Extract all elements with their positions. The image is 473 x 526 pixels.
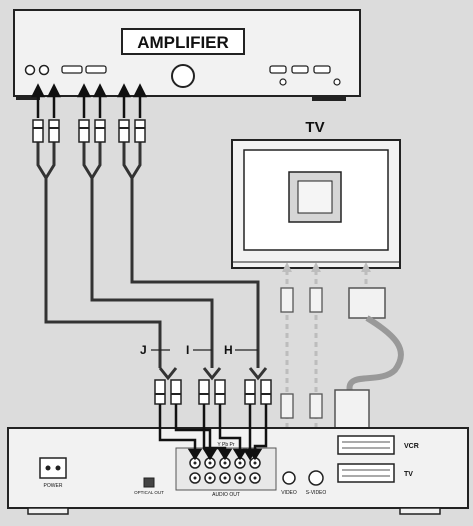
plug-bottom-i-right bbox=[214, 379, 226, 405]
plug-top-i-right bbox=[94, 119, 106, 143]
rca-jack-centers bbox=[193, 461, 257, 480]
svideo-label: S-VIDEO bbox=[306, 490, 327, 496]
amp-slot-1 bbox=[61, 65, 83, 74]
cable-i-left bbox=[82, 140, 214, 368]
scart-cable bbox=[334, 287, 404, 458]
amp-foot-left bbox=[16, 96, 40, 100]
receiver-foot-left bbox=[27, 507, 69, 515]
tv-label: TV bbox=[305, 119, 324, 136]
cable-h-right bbox=[130, 140, 142, 179]
optical-port bbox=[143, 477, 155, 488]
amplifier-label-box bbox=[121, 28, 245, 55]
amp-knob-small-2 bbox=[38, 64, 50, 76]
plug-top-i-left bbox=[78, 119, 90, 143]
scart-top bbox=[337, 435, 395, 455]
cable-label-h: H bbox=[224, 343, 233, 357]
plug-bottom-h-left bbox=[244, 379, 256, 405]
power-socket bbox=[39, 457, 67, 479]
svideo-jack bbox=[308, 470, 324, 486]
audio-out-label: AUDIO OUT bbox=[212, 492, 240, 498]
receiver-arrows bbox=[158, 404, 268, 461]
cable-j-left bbox=[36, 140, 162, 368]
cable-h-left bbox=[122, 140, 260, 368]
amplifier-plugs bbox=[32, 119, 146, 143]
receiver: POWER OPTICAL OUT Y Pb Pr AUDIO OUT VIDE… bbox=[7, 427, 469, 515]
optical-label: OPTICAL OUT bbox=[134, 490, 164, 495]
plug-top-j-left bbox=[32, 119, 44, 143]
amp-slot-3 bbox=[269, 65, 287, 74]
cable-j-right bbox=[44, 140, 56, 179]
plug-bottom-i-left bbox=[198, 379, 210, 405]
scart-pins bbox=[342, 441, 390, 477]
cable-label-j: J bbox=[140, 343, 147, 357]
amp-volume-knob bbox=[171, 64, 195, 88]
plug-bottom-j-left bbox=[154, 379, 166, 405]
cable-j-right-lower bbox=[158, 367, 178, 381]
component-label: Y Pb Pr bbox=[217, 442, 234, 448]
tv: TV bbox=[231, 119, 401, 269]
plug-bottom-h-right bbox=[260, 379, 272, 405]
scart-bottom-label: TV bbox=[404, 471, 413, 478]
amp-slot-4 bbox=[291, 65, 309, 74]
amplifier: AMPLIFIER bbox=[13, 9, 361, 101]
amp-slot-5 bbox=[313, 65, 331, 74]
video-jack bbox=[282, 471, 296, 485]
amp-foot-right bbox=[312, 96, 346, 101]
cable-label-i: I bbox=[186, 343, 189, 357]
amp-slot-2 bbox=[85, 65, 107, 74]
power-label: POWER bbox=[44, 483, 63, 489]
plug-top-h-right bbox=[134, 119, 146, 143]
audio-cables bbox=[36, 140, 268, 381]
amp-knob-small-1 bbox=[24, 64, 36, 76]
amp-button-1 bbox=[279, 78, 287, 86]
receiver-plugs bbox=[154, 379, 272, 405]
cable-h-right-lower bbox=[248, 367, 268, 381]
video-label: VIDEO bbox=[281, 490, 297, 496]
video-plugs bbox=[280, 287, 323, 419]
plug-top-h-left bbox=[118, 119, 130, 143]
tv-picture-inner bbox=[297, 180, 333, 214]
scart-bottom bbox=[337, 463, 395, 483]
amp-button-2 bbox=[333, 78, 341, 86]
cable-i-right bbox=[90, 140, 102, 179]
plug-top-j-right bbox=[48, 119, 60, 143]
plug-bottom-j-right bbox=[170, 379, 182, 405]
receiver-foot-right bbox=[399, 507, 441, 515]
scart-top-label: VCR bbox=[404, 443, 419, 450]
amplifier-label: AMPLIFIER bbox=[137, 33, 229, 52]
tv-input-arrows bbox=[282, 262, 371, 272]
cable-label-group: J I H bbox=[140, 343, 258, 357]
amplifier-arrows bbox=[30, 83, 148, 118]
cable-i-right-lower bbox=[202, 367, 222, 381]
